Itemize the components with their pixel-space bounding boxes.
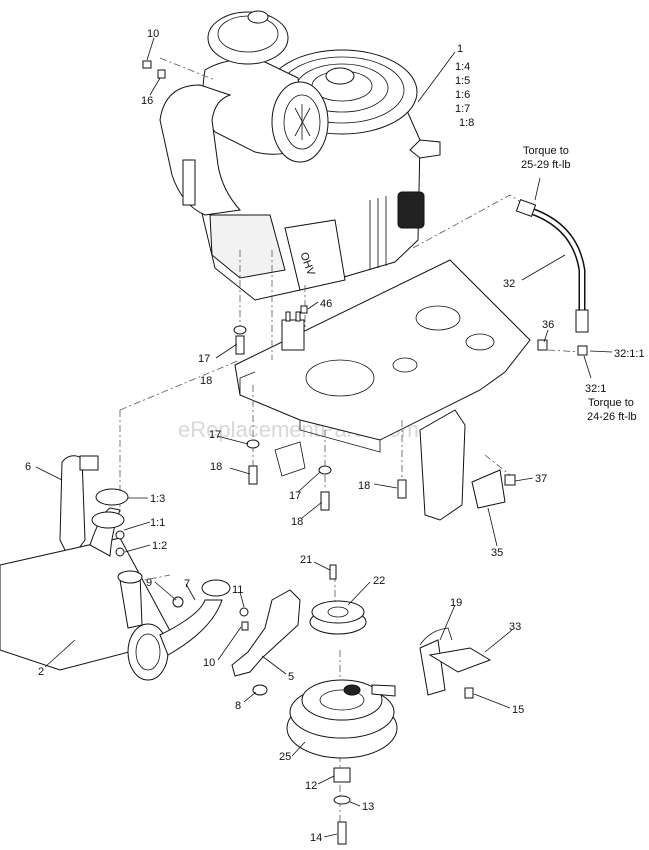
callout-16: 16 — [141, 95, 153, 107]
callout-6: 6 — [25, 461, 31, 473]
fuel-hose — [515, 198, 589, 356]
pulley-clutch-stack — [286, 564, 398, 845]
clamp-bracket — [471, 469, 516, 509]
torque-note-fitting: Torque to — [588, 397, 634, 409]
callout-33: 33 — [509, 621, 521, 633]
callout-18-c: 18 — [291, 516, 303, 528]
callout-9: 9 — [146, 577, 152, 589]
leader-lines — [35, 37, 613, 838]
torque-value-fitting: 24-26 ft-lb — [587, 411, 637, 423]
fasteners — [142, 60, 548, 511]
callout-17-c: 17 — [289, 490, 301, 502]
callout-32-1-1: 32:1:1 — [614, 348, 645, 360]
callout-17-a: 17 — [198, 353, 210, 365]
callout-8: 8 — [235, 700, 241, 712]
callout-1-6: 1:6 — [455, 89, 470, 101]
callout-18-b: 18 — [210, 461, 222, 473]
callout-32: 32 — [503, 278, 515, 290]
callout-1-2: 1:2 — [152, 540, 167, 552]
callout-1-8: 1:8 — [459, 117, 474, 129]
callout-22: 22 — [373, 575, 385, 587]
engine-deck-frame — [234, 259, 531, 521]
callout-18-d: 18 — [358, 480, 370, 492]
torque-note-hose: Torque to — [523, 145, 569, 157]
heat-shield — [231, 589, 301, 696]
callout-labels: 1 1:4 1:5 1:6 1:7 1:8 10 16 Torque to 25… — [25, 28, 645, 844]
callout-12: 12 — [305, 780, 317, 792]
callout-32-1: 32:1 — [585, 383, 606, 395]
callout-1-3: 1:3 — [150, 493, 165, 505]
callout-15: 15 — [512, 704, 524, 716]
callout-1-5: 1:5 — [455, 75, 470, 87]
callout-25: 25 — [279, 751, 291, 763]
callout-7: 7 — [184, 578, 190, 590]
callout-2: 2 — [38, 666, 44, 678]
switch-bracket — [419, 627, 492, 699]
callout-18-a: 18 — [200, 375, 212, 387]
callout-1-1: 1:1 — [150, 517, 165, 529]
engine-assembly: OHV — [159, 10, 441, 301]
callout-36: 36 — [542, 319, 554, 331]
callout-19: 19 — [450, 597, 462, 609]
callout-21: 21 — [300, 554, 312, 566]
callout-46: 46 — [320, 298, 332, 310]
callout-11: 11 — [232, 584, 243, 596]
callout-1: 1 — [457, 43, 463, 55]
callout-10-top: 10 — [147, 28, 159, 40]
callout-1-7: 1:7 — [455, 103, 470, 115]
callout-35: 35 — [491, 547, 503, 559]
callout-10-bottom: 10 — [203, 657, 215, 669]
torque-value-hose: 25-29 ft-lb — [521, 159, 571, 171]
callout-1-4: 1:4 — [455, 61, 470, 73]
callout-14: 14 — [310, 832, 322, 844]
callout-37: 37 — [535, 473, 547, 485]
callout-5: 5 — [288, 671, 294, 683]
callout-13: 13 — [362, 801, 374, 813]
muffler-assembly — [0, 455, 231, 681]
callout-17-b: 17 — [209, 429, 221, 441]
